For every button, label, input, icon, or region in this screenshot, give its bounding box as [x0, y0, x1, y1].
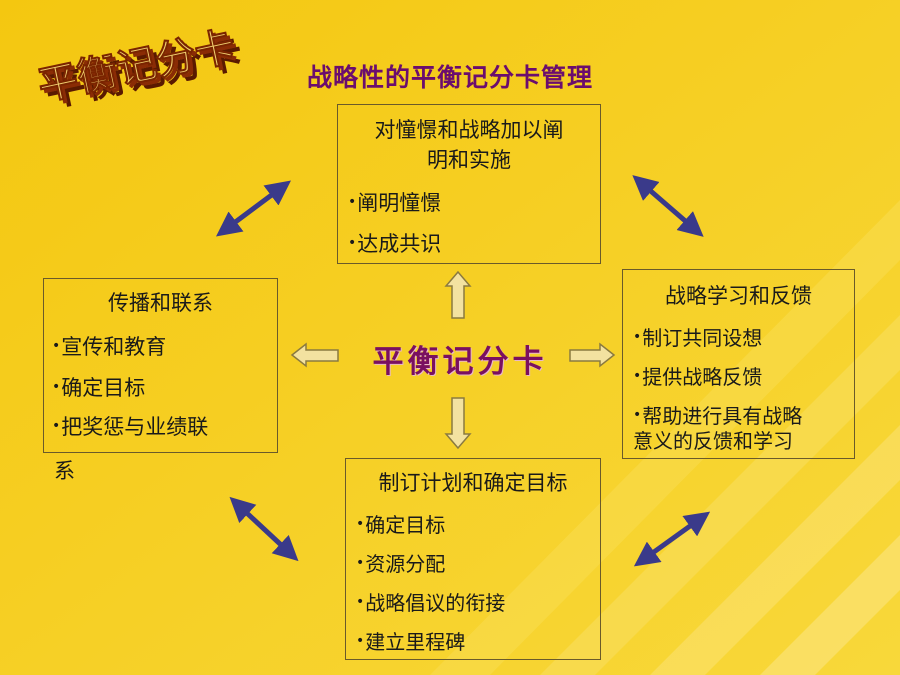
box-communication-linking: 传播和联系 宣传和教育 确定目标 把奖惩与业绩联 系 [43, 278, 278, 483]
list-item: 资源分配 [356, 550, 590, 577]
list-item: 提供战略反馈 [633, 363, 844, 390]
box-heading: 传播和联系 [108, 291, 213, 315]
list-item-continuation: 意义的反馈和学习 [633, 429, 793, 453]
list-item: 把奖惩与业绩联 [52, 413, 269, 441]
list-item: 建立里程碑 [356, 628, 590, 655]
logo-wordart: 平衡记分卡 平衡记分卡 平衡记分卡 [34, 23, 247, 108]
list-item: 制订共同设想 [633, 324, 844, 351]
list-item: 确定目标 [356, 511, 590, 538]
box-heading: 对憧憬和战略加以阐 [374, 118, 564, 142]
list-item: 宣传和教育 [52, 333, 269, 360]
box-learning-feedback: 战略学习和反馈 制订共同设想 提供战略反馈 帮助进行具有战略 意义的反馈和学习 [622, 269, 855, 459]
box-vision-strategy: 对憧憬和战略加以阐 明和实施 阐明憧憬 达成共识 [337, 104, 601, 264]
list-item: 达成共识 [348, 230, 590, 257]
box-heading: 制订计划和确定目标 [378, 471, 568, 495]
box-heading: 战略学习和反馈 [665, 284, 812, 308]
list-item: 阐明憧憬 [348, 189, 590, 216]
center-label: 平衡记分卡 [372, 344, 548, 380]
list-item: 确定目标 [52, 374, 269, 401]
page-title: 战略性的平衡记分卡管理 [306, 63, 593, 92]
list-item-continuation: 系 [54, 459, 75, 483]
list-item: 战略倡议的衔接 [356, 589, 590, 616]
box-heading-cont: 明和实施 [427, 148, 511, 172]
list-item: 帮助进行具有战略 [633, 402, 844, 429]
box-planning-targets: 制订计划和确定目标 确定目标 资源分配 战略倡议的衔接 建立里程碑 [345, 458, 601, 660]
